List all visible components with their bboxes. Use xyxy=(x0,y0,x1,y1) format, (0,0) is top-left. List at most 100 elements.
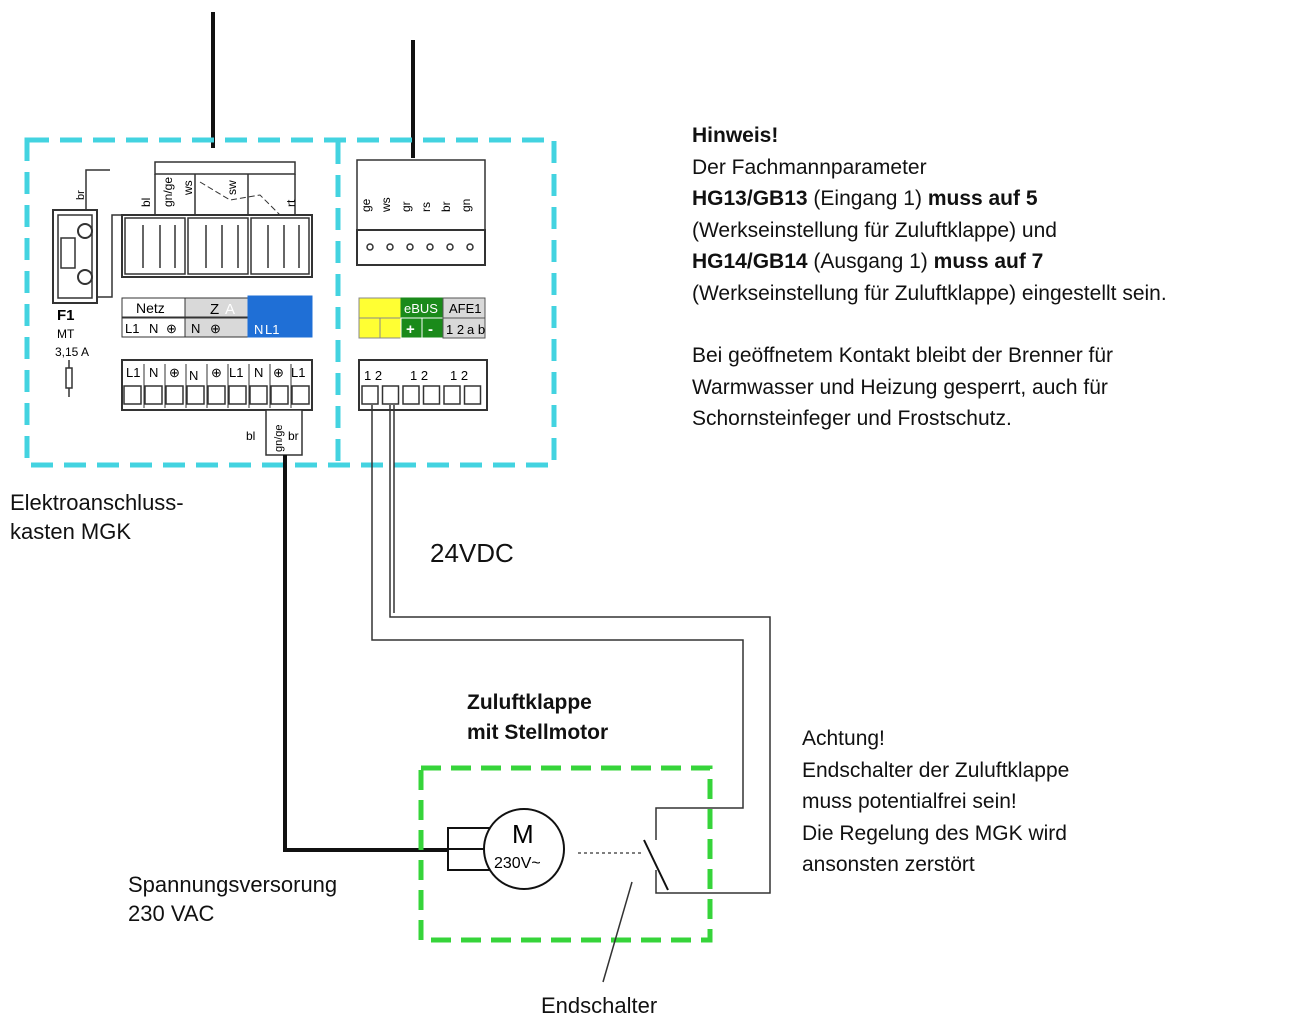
terminal-pe-b: ⊕ xyxy=(211,365,222,380)
hinweis-p2-line-2: Warmwasser und Heizung gesperrt, auch fü… xyxy=(692,375,1108,399)
damper-label-line-1: Zuluftklappe xyxy=(467,691,592,714)
motor-terminal xyxy=(447,827,491,871)
terminal-screw xyxy=(381,385,400,405)
terminal-screw xyxy=(165,385,184,405)
cable-label-bl: bl xyxy=(246,429,255,443)
terminal-screw xyxy=(186,385,205,405)
connector-pin xyxy=(446,243,454,251)
hinweis-line-2: HG13/GB13 (Eingang 1) muss auf 5 xyxy=(692,187,1038,210)
terminal-screw xyxy=(228,385,247,405)
label-a: A xyxy=(225,301,235,318)
terminal-screw xyxy=(443,385,461,405)
terminal-pe-c: ⊕ xyxy=(273,365,284,380)
bus-label-strip xyxy=(358,297,486,339)
terminal-pe-a: ⊕ xyxy=(169,365,180,380)
label-z-pe: ⊕ xyxy=(210,321,221,336)
fuse-rating: 3,15 A xyxy=(55,345,89,359)
label-afe-ab: a b xyxy=(467,322,485,337)
achtung-line-1: Achtung! xyxy=(802,727,885,750)
connector-pin xyxy=(466,243,474,251)
terminal-screw xyxy=(291,385,310,405)
terminal-screw xyxy=(270,385,289,405)
label-ebus-plus: + xyxy=(406,321,415,338)
motor-voltage: 230V~ xyxy=(494,855,541,872)
terminal-screw xyxy=(422,385,441,405)
motor-symbol xyxy=(483,808,565,890)
label-z: Z xyxy=(210,301,219,318)
mains-label-strip xyxy=(121,295,313,338)
hinweis-p2-line-3: Schornsteinfeger und Frostschutz. xyxy=(692,407,1012,430)
cable-label-br: br xyxy=(288,429,299,443)
terminal-n-a: N xyxy=(149,365,158,380)
damper-box xyxy=(418,765,713,943)
label-a-n: N xyxy=(254,322,263,337)
terminal-screw xyxy=(361,385,379,405)
box-label-line-1: Elektroanschluss- xyxy=(10,490,184,515)
fuse-name: F1 xyxy=(57,307,75,324)
label-netz-n: N xyxy=(149,321,158,336)
cable-label-gnge: gn/ge xyxy=(273,424,285,452)
label-ebus-minus: - xyxy=(428,321,433,338)
wire-label-r-br: br xyxy=(439,201,453,212)
hinweis-line-3: (Werkseinstellung für Zuluftklappe) und xyxy=(692,218,1057,242)
label-afe-pins: 1 2 xyxy=(446,322,464,337)
wire-label-ws: ws xyxy=(181,180,195,196)
terminal-l1-a: L1 xyxy=(126,365,140,380)
hinweis-line-5: (Werkseinstellung für Zuluftklappe) eing… xyxy=(692,281,1167,305)
terminal-n-c: N xyxy=(254,365,263,380)
damper-label-line-2: mit Stellmotor xyxy=(467,721,609,744)
hinweis-paragraph-2: Bei geöffnetem Kontakt bleibt der Brenne… xyxy=(692,340,1113,435)
bus-terminal-row xyxy=(358,359,488,411)
hinweis-p2-line-1: Bei geöffnetem Kontakt bleibt der Brenne… xyxy=(692,344,1114,367)
label-afe1: AFE1 xyxy=(449,301,482,316)
box-label-line-2: kasten MGK xyxy=(10,519,132,544)
wire-label-r-ws: ws xyxy=(379,197,393,213)
label-ebus: eBUS xyxy=(404,301,438,316)
hinweis-note: Hinweis! Der Fachmannparameter HG13/GB13… xyxy=(692,120,1167,309)
damper-label: Zuluftklappe mit Stellmotor xyxy=(467,688,608,748)
wire-label-r-gr: gr xyxy=(399,201,413,212)
terminal-r-12-a: 1 2 xyxy=(364,368,382,383)
terminal-screw xyxy=(144,385,163,405)
connector-pin xyxy=(406,243,414,251)
svg-text:br: br xyxy=(75,190,87,200)
motor-letter: M xyxy=(512,819,534,849)
achtung-note: Achtung! Endschalter der Zuluftklappe mu… xyxy=(802,723,1069,881)
terminal-screw xyxy=(207,385,226,405)
wire-label-r-rs: rs xyxy=(419,202,433,212)
fuse-holder: br xyxy=(52,169,135,304)
mains-terminal-row xyxy=(121,359,313,411)
supply-cable xyxy=(283,455,448,852)
end-switch-contact xyxy=(643,839,669,891)
achtung-line-4: Die Regelung des MGK wird xyxy=(802,821,1067,845)
wire-label-gnge: gn/ge xyxy=(161,177,175,207)
wire-label-r-ge: ge xyxy=(359,198,373,212)
achtung-line-5: ansonsten zerstört xyxy=(802,853,975,876)
supply-label-line-1: Spannungsversorung xyxy=(128,872,338,897)
label-netz-pe: ⊕ xyxy=(166,321,177,336)
voltage-dc-label: 24VDC xyxy=(430,538,514,568)
terminal-r-12-b: 1 2 xyxy=(410,368,428,383)
fuse-icon xyxy=(65,360,73,397)
cable-sleeve xyxy=(265,409,303,456)
achtung-line-2: Endschalter der Zuluftklappe xyxy=(802,758,1070,782)
wire-label-r-gn: gn xyxy=(459,199,473,212)
fuse-type: MT xyxy=(57,327,75,341)
connector-pin xyxy=(386,243,394,251)
terminal-n-b: N xyxy=(189,368,198,383)
label-netz: Netz xyxy=(136,300,165,316)
label-netz-l1: L1 xyxy=(125,321,139,336)
main-connector-block xyxy=(121,161,313,278)
terminal-l1-c: L1 xyxy=(291,365,305,380)
label-a-l1: L1 xyxy=(265,322,279,337)
box-label: Elektroanschluss- kasten MGK xyxy=(10,488,184,546)
terminal-l1-b: L1 xyxy=(229,365,243,380)
hinweis-line-4: HG14/GB14 (Ausgang 1) muss auf 7 xyxy=(692,250,1044,273)
terminal-screw xyxy=(249,385,268,405)
label-z-n: N xyxy=(191,321,200,336)
terminal-screw xyxy=(402,385,420,405)
terminal-r-12-c: 1 2 xyxy=(450,368,468,383)
signal-wire-3 xyxy=(389,405,771,894)
connector-pin xyxy=(366,243,374,251)
signal-wire-1 xyxy=(371,405,744,840)
